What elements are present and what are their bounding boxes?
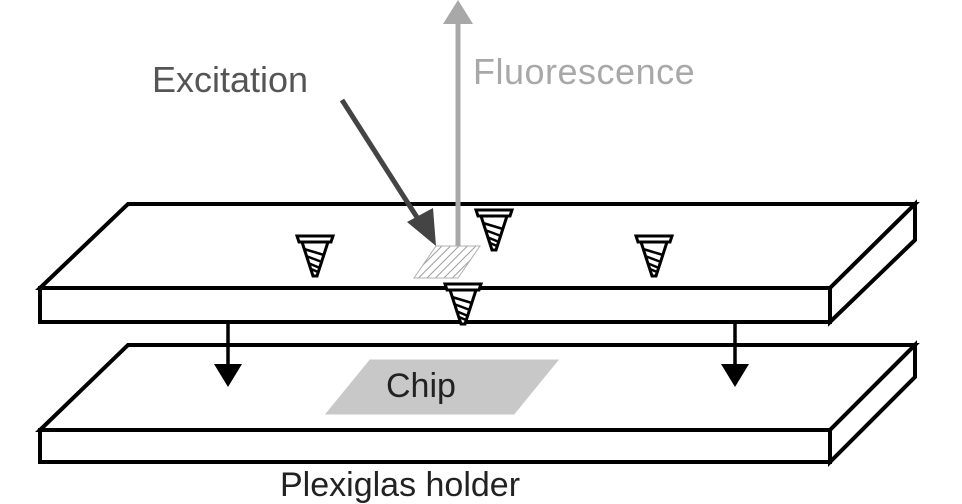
chip-label: Chip <box>386 367 456 405</box>
chip <box>324 359 560 415</box>
fluorescence-label: Fluorescence <box>473 51 696 92</box>
upper-plate <box>35 199 920 327</box>
excitation-label: Excitation <box>152 59 309 100</box>
hatched-spot-icon <box>413 245 481 279</box>
down-arrow-icon <box>214 322 242 387</box>
excitation-arrow <box>339 98 436 246</box>
plexiglas-holder-label: Plexiglas holder <box>280 466 521 504</box>
down-arrow-icon <box>721 322 749 387</box>
fluorescence-arrow <box>443 0 473 246</box>
